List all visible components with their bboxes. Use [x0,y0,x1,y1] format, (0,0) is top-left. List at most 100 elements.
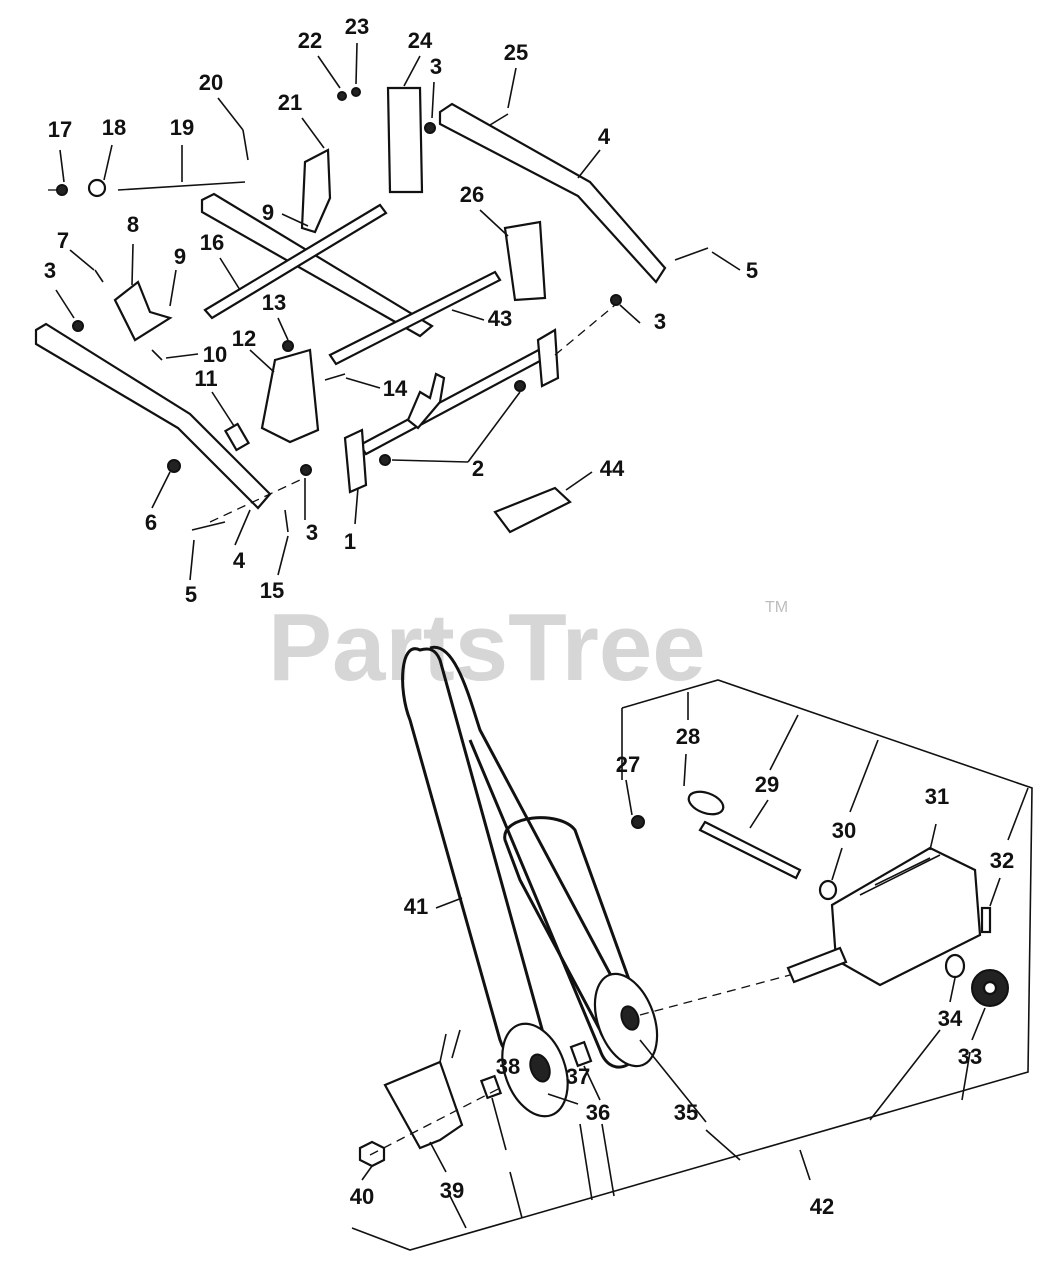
leader-11 [211,391,235,427]
leader-4b [577,149,601,179]
leader-24 [403,55,421,87]
bracket-26 [503,220,547,302]
spacer-38 [479,1074,503,1100]
callout-13: 13 [262,290,286,315]
leader-27 [621,708,633,816]
leader-22 [317,55,341,89]
watermark-trademark: TM [765,599,788,616]
nut-3-center [300,464,312,476]
spacer-36 [569,1040,593,1068]
bolt-5-left [191,521,226,531]
leader-25 [507,67,517,109]
leader-36 [583,1065,615,1197]
bolt-5-right [674,247,709,261]
callout-33: 33 [958,1044,982,1069]
leader-39 [429,1141,467,1229]
leader-40 [361,1165,373,1181]
callout-19: 19 [170,115,194,140]
callout-23: 23 [345,14,369,39]
bolt-15 [284,509,289,533]
gearbox-fins [859,854,941,896]
nut-27 [631,815,645,829]
callout-5: 5 [185,582,197,607]
pin-32 [980,906,992,934]
align-line-shaft [639,974,791,1016]
shaft-16 [203,203,388,320]
callout-36: 36 [586,1100,610,1125]
leader-29 [749,714,799,829]
pulley-37-hub [529,1053,551,1083]
shaft-43 [328,270,502,366]
align-line-left [209,479,301,523]
callout-9: 9 [174,244,186,269]
shaft-fork [406,372,446,430]
rod-end-18 [87,178,107,198]
leader-33 [961,1007,986,1101]
leader-12 [249,349,275,373]
callout-29: 29 [755,772,779,797]
callout-27: 27 [616,752,640,777]
nut-3-top [424,122,436,134]
callout-6: 6 [145,510,157,535]
leader-9a [281,213,309,227]
bracket-8 [113,280,173,342]
leader-28 [683,692,689,787]
bolt-14 [324,373,346,381]
leader-10 [165,353,199,359]
kit-outline [351,679,1033,1251]
leader-7 [69,249,95,271]
bolt-10 [151,349,163,361]
callout-16: 16 [200,230,224,255]
callout-9: 9 [262,200,274,225]
callout-26: 26 [460,182,484,207]
fitting-28 [687,790,725,816]
leader-17 [59,149,65,183]
bracket-24 [386,86,424,194]
washer-30 [818,879,838,901]
leader-18 [103,144,113,181]
nut-3-right [610,294,622,306]
callout-14: 14 [383,376,408,401]
belt-drive-assembly [351,645,1033,1251]
sprocket-33-hub [982,980,998,996]
leader-23 [355,42,358,85]
callout-31: 31 [925,784,949,809]
nut-17 [56,184,68,196]
end-plate-1 [343,428,368,494]
callout-37: 37 [566,1064,590,1089]
lift-arm-left [34,322,272,510]
leader-5b [711,251,741,271]
nut-22 [337,91,347,101]
leader-44 [565,471,593,491]
callout-42: 42 [810,1194,834,1219]
callout-40: 40 [350,1184,374,1209]
leader-38 [491,1097,523,1219]
callout-20: 20 [199,70,223,95]
callout-2: 2 [472,456,484,481]
callout-12: 12 [232,326,256,351]
center-link-bar [200,192,434,338]
bracket-12 [260,348,320,444]
callout-7: 7 [57,228,69,253]
callout-44: 44 [600,456,625,481]
washer-23 [351,87,361,97]
callout-3: 3 [44,258,56,283]
leader-3d [431,81,435,119]
bracket-21 [300,148,332,234]
leader-2 [391,391,521,463]
leader-9b [169,269,177,307]
leader-16 [219,257,241,291]
leader-15 [277,535,289,576]
leader-30 [831,739,879,881]
callout-21: 21 [278,90,302,115]
align-line-right [554,304,616,356]
nut-6 [167,459,181,473]
leader-5a [189,539,195,581]
callout-10: 10 [203,342,227,367]
leader-1 [354,487,359,525]
nut-2-lower [379,454,391,466]
callout-3: 3 [306,520,318,545]
nut-2-upper [514,380,526,392]
watermark-text: PartsTree [268,594,706,701]
